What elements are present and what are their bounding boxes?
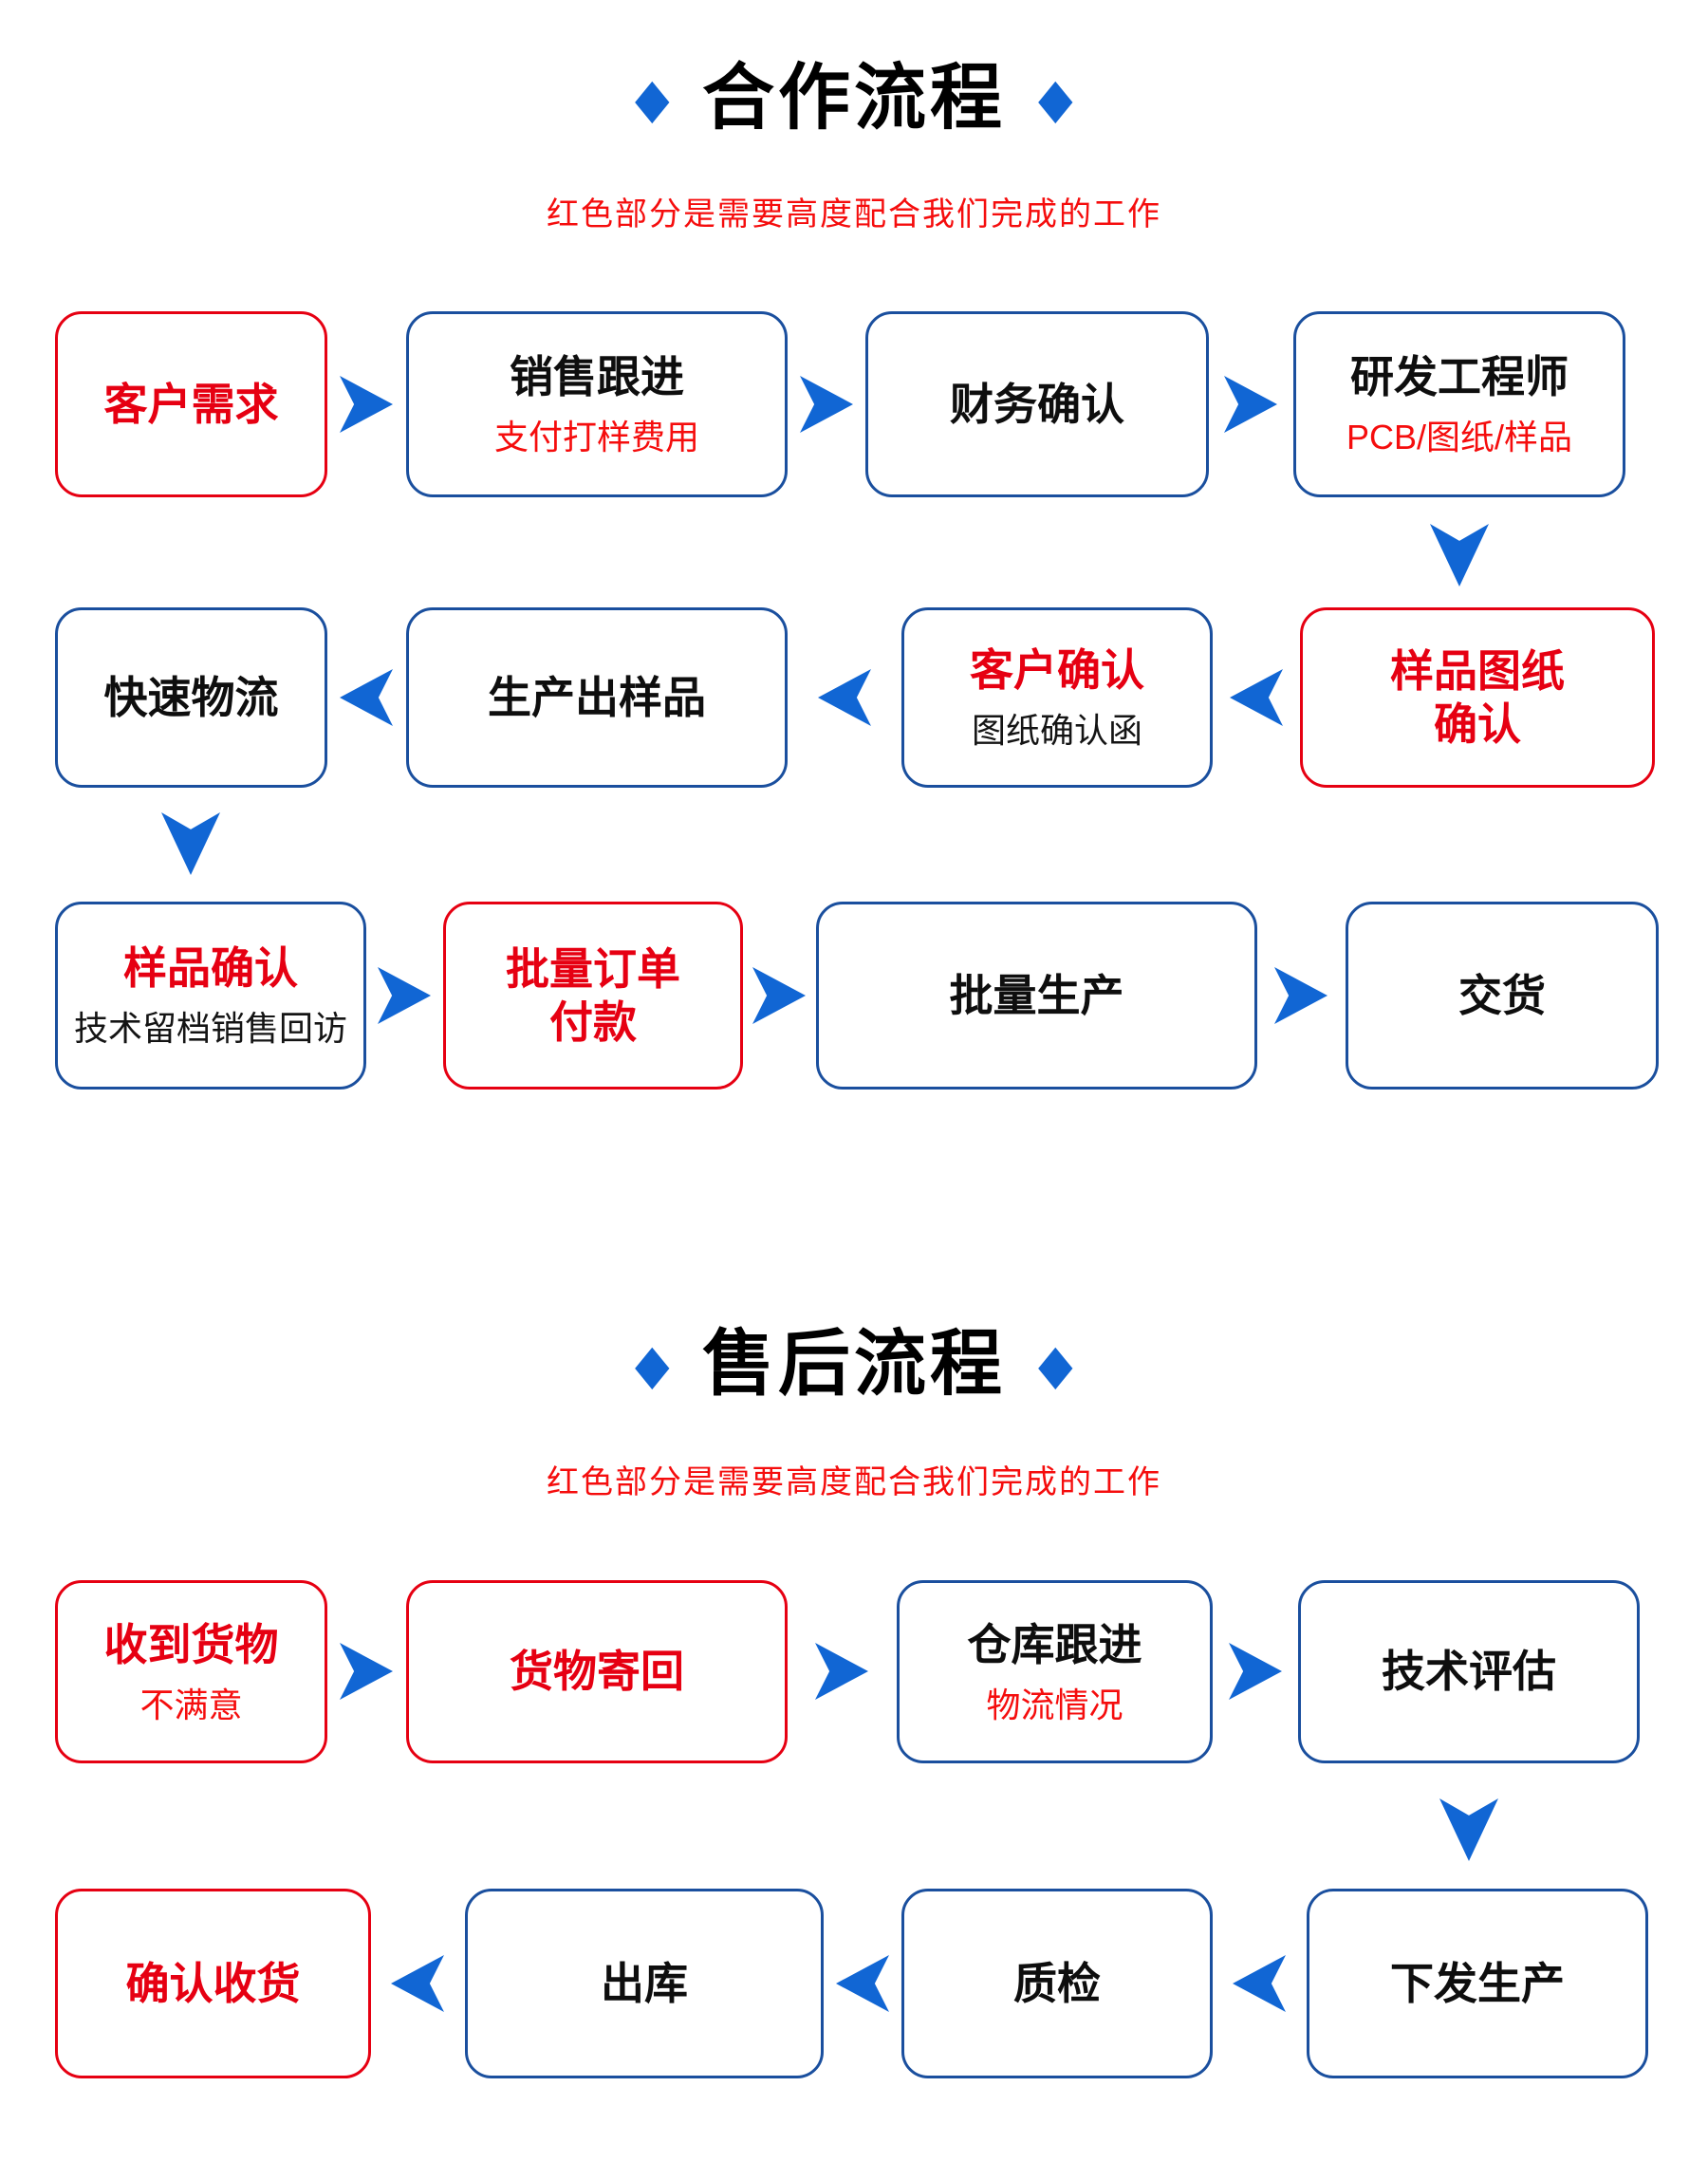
box-confirm-receipt: 确认收货 bbox=[55, 1889, 371, 2078]
box-warehouse-follow-up: 仓库跟进 物流情况 bbox=[897, 1580, 1213, 1763]
box-title: 交货 bbox=[1458, 970, 1546, 1020]
box-title: 样品确认 bbox=[123, 943, 298, 994]
box-title: 确认收货 bbox=[125, 1958, 301, 2008]
arrow-down-icon bbox=[1430, 524, 1489, 587]
arrow-left-icon bbox=[1233, 1955, 1286, 2012]
box-subtitle: 不满意 bbox=[139, 1685, 243, 1724]
box-bulk-order-payment: 批量订单 付款 bbox=[443, 902, 743, 1090]
box-subtitle: 技术留档销售回访 bbox=[73, 1009, 347, 1049]
box-customer-demand: 客户需求 bbox=[55, 311, 327, 497]
box-title: 下发生产 bbox=[1390, 1958, 1565, 2008]
flow1-header: ◆ 合作流程 ◆ bbox=[0, 59, 1708, 139]
box-subtitle: 图纸确认函 bbox=[971, 711, 1142, 751]
box-rd-engineer: 研发工程师 PCB/图纸/样品 bbox=[1293, 311, 1625, 497]
arrow-right-icon bbox=[340, 1643, 393, 1700]
arrow-left-icon bbox=[1230, 669, 1283, 726]
box-title: 样品图纸 确认 bbox=[1390, 645, 1565, 749]
box-delivery: 交货 bbox=[1346, 902, 1659, 1090]
flow1-subtitle: 红色部分是需要高度配合我们完成的工作 bbox=[547, 196, 1161, 233]
arrow-down-icon bbox=[1439, 1798, 1498, 1861]
box-subtitle: 物流情况 bbox=[986, 1685, 1123, 1724]
box-title: 快速物流 bbox=[103, 672, 279, 722]
arrow-right-icon bbox=[752, 967, 806, 1024]
box-outbound: 出库 bbox=[465, 1889, 824, 2078]
box-title: 批量生产 bbox=[949, 970, 1124, 1020]
arrow-right-icon bbox=[340, 376, 393, 433]
box-finance-confirm: 财务确认 bbox=[865, 311, 1209, 497]
arrow-down-icon bbox=[161, 812, 220, 875]
diamond-icon: ◆ bbox=[635, 1332, 670, 1395]
box-subtitle: 支付打样费用 bbox=[493, 418, 699, 457]
box-fast-logistics: 快速物流 bbox=[55, 607, 327, 788]
arrow-right-icon bbox=[1274, 967, 1327, 1024]
box-issue-production: 下发生产 bbox=[1307, 1889, 1648, 2078]
diamond-icon: ◆ bbox=[1038, 66, 1073, 129]
arrow-right-icon bbox=[800, 376, 853, 433]
arrow-left-icon bbox=[391, 1955, 444, 2012]
arrow-left-icon bbox=[836, 1955, 889, 2012]
arrow-right-icon bbox=[815, 1643, 868, 1700]
box-title: 货物寄回 bbox=[510, 1647, 684, 1697]
box-bulk-production: 批量生产 bbox=[816, 902, 1257, 1090]
flow2-title: 售后流程 bbox=[702, 1324, 1006, 1405]
box-quality-inspection: 质检 bbox=[901, 1889, 1213, 2078]
diamond-icon: ◆ bbox=[1038, 1332, 1073, 1395]
flow2-subtitle: 红色部分是需要高度配合我们完成的工作 bbox=[547, 1464, 1161, 1500]
arrow-left-icon bbox=[340, 669, 393, 726]
box-title: 客户需求 bbox=[103, 379, 279, 429]
arrow-right-icon bbox=[1224, 376, 1277, 433]
box-technical-evaluation: 技术评估 bbox=[1298, 1580, 1640, 1763]
box-produce-sample: 生产出样品 bbox=[406, 607, 788, 788]
box-title: 质检 bbox=[1013, 1958, 1101, 2008]
box-title: 仓库跟进 bbox=[967, 1619, 1142, 1669]
box-title: 技术评估 bbox=[1382, 1647, 1556, 1697]
box-title: 财务确认 bbox=[950, 379, 1124, 429]
box-sample-confirm: 样品确认 技术留档销售回访 bbox=[55, 902, 366, 1090]
flow1-title: 合作流程 bbox=[702, 58, 1006, 139]
arrow-right-icon bbox=[1229, 1643, 1282, 1700]
box-title: 销售跟进 bbox=[510, 352, 684, 402]
box-sales-follow-up: 销售跟进 支付打样费用 bbox=[406, 311, 788, 497]
box-sample-drawing-confirm: 样品图纸 确认 bbox=[1300, 607, 1655, 788]
box-title: 出库 bbox=[601, 1958, 688, 2008]
box-goods-returned: 货物寄回 bbox=[406, 1580, 788, 1763]
box-title: 批量订单 付款 bbox=[506, 943, 680, 1047]
box-customer-confirm: 客户确认 图纸确认函 bbox=[901, 607, 1213, 788]
box-subtitle: PCB/图纸/样品 bbox=[1346, 418, 1573, 457]
box-title: 收到货物 bbox=[103, 1619, 279, 1669]
box-title: 客户确认 bbox=[970, 645, 1144, 696]
box-title: 研发工程师 bbox=[1350, 352, 1569, 402]
box-title: 生产出样品 bbox=[488, 672, 706, 722]
box-goods-received: 收到货物 不满意 bbox=[55, 1580, 327, 1763]
arrow-left-icon bbox=[818, 669, 871, 726]
arrow-right-icon bbox=[378, 967, 431, 1024]
diamond-icon: ◆ bbox=[635, 66, 670, 129]
flow2-header: ◆ 售后流程 ◆ bbox=[0, 1325, 1708, 1405]
